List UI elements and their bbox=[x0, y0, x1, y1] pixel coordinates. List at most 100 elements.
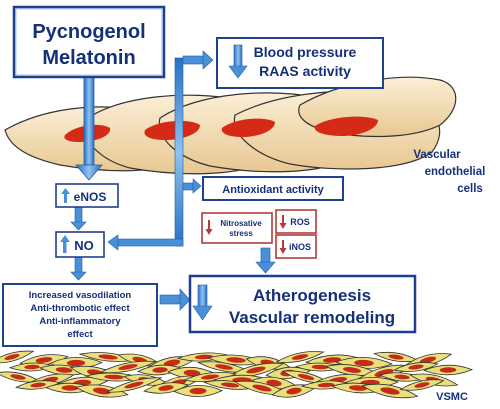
nitrosative-line1: Nitrosative bbox=[220, 219, 262, 228]
vsmc-nucleus bbox=[252, 384, 272, 392]
blood-pressure-box: Blood pressure RAAS activity bbox=[216, 37, 384, 89]
down-arrow-icon bbox=[208, 220, 210, 230]
vsmc-nucleus bbox=[163, 359, 181, 367]
title-box: Pycnogenol Melatonin bbox=[12, 5, 166, 79]
effects-box: Increased vasodilation Anti-thrombotic e… bbox=[2, 283, 158, 347]
arrow-shaft bbox=[260, 247, 271, 263]
arrow-head bbox=[75, 164, 103, 181]
arrow-shaft bbox=[74, 256, 83, 274]
vsmc-nucleus bbox=[388, 354, 404, 360]
vascular-remodeling-label: Vascular remodeling bbox=[229, 308, 395, 327]
down-arrow-icon bbox=[205, 229, 213, 235]
vsmc-nucleus bbox=[394, 374, 410, 380]
vsmc-nucleus bbox=[414, 382, 430, 388]
vsmc-nucleus bbox=[419, 356, 437, 364]
arrow-shaft bbox=[182, 182, 194, 191]
cell-nucleus bbox=[221, 118, 275, 137]
title-line1: Pycnogenol bbox=[32, 21, 145, 43]
cell-nucleus bbox=[314, 116, 378, 136]
enos-label: eNOS bbox=[74, 190, 107, 204]
vsmc-nucleus bbox=[61, 385, 79, 391]
arrow-head bbox=[255, 261, 276, 274]
inos-box: iNOS bbox=[275, 234, 317, 259]
down-arrow-icon bbox=[282, 215, 284, 224]
vsmc-nucleus bbox=[322, 357, 342, 363]
vsmc-nucleus bbox=[348, 385, 368, 391]
endothelial-label: Vascular endothelial cells bbox=[413, 149, 485, 195]
up-arrow-icon bbox=[64, 193, 67, 203]
arrow-shaft bbox=[182, 55, 204, 65]
vsmc-nucleus bbox=[152, 367, 168, 373]
arrow-head bbox=[70, 271, 87, 281]
vsmc-nucleus bbox=[354, 359, 374, 367]
vsmc-nucleus bbox=[215, 364, 233, 370]
vsmc-nucleus bbox=[183, 369, 201, 377]
vsmc-nucleus bbox=[189, 387, 207, 395]
arrow-shaft bbox=[74, 206, 83, 224]
arrow-head bbox=[70, 221, 87, 231]
vsmc-nucleus bbox=[92, 387, 112, 395]
nitrosative-box: Nitrosative stress bbox=[201, 212, 273, 244]
vsmc-nucleus bbox=[158, 385, 174, 391]
ros-label: ROS bbox=[290, 217, 310, 227]
arrow-shaft bbox=[117, 238, 184, 247]
enos-box: eNOS bbox=[55, 183, 119, 208]
vsmc-nucleus bbox=[4, 354, 20, 360]
vsmc-nucleus bbox=[317, 382, 335, 388]
arrow-shaft bbox=[174, 57, 184, 247]
blood-pressure-label: Blood pressure bbox=[254, 44, 357, 60]
vsmc-nucleus bbox=[311, 364, 329, 370]
down-arrow-icon bbox=[282, 240, 284, 249]
vsmc-nucleus bbox=[24, 364, 40, 370]
vsmc-nucleus bbox=[291, 354, 309, 360]
arrows bbox=[70, 50, 276, 311]
inos-label: iNOS bbox=[289, 242, 311, 252]
vsmc-nucleus bbox=[10, 374, 26, 380]
arrow-head bbox=[192, 178, 202, 194]
down-arrow-icon bbox=[279, 248, 287, 254]
up-arrow-icon bbox=[61, 188, 70, 194]
arrow-shaft bbox=[83, 74, 95, 166]
antioxidant-label: Antioxidant activity bbox=[222, 184, 324, 196]
nitrosative-line2: stress bbox=[229, 229, 253, 238]
vsmc-nucleus bbox=[380, 387, 400, 395]
outcome-box: Atherogenesis Vascular remodeling bbox=[188, 274, 417, 334]
down-arrow-icon bbox=[233, 44, 243, 68]
vsmc-nucleus bbox=[124, 381, 144, 389]
vsmc-nucleus bbox=[297, 374, 315, 380]
endothelial-cell-layer bbox=[4, 76, 457, 175]
vsmc-nucleus bbox=[226, 357, 246, 363]
cell-nucleus bbox=[144, 120, 200, 140]
arrow-head bbox=[179, 288, 191, 311]
endothelial-label-line2: endothelial bbox=[425, 166, 486, 178]
antioxidant-box: Antioxidant activity bbox=[202, 176, 344, 201]
no-box: NO bbox=[55, 231, 105, 258]
down-arrow-icon bbox=[197, 284, 208, 308]
effect-line4: effect bbox=[67, 329, 93, 340]
endothelial-label-line1: Vascular bbox=[413, 149, 461, 161]
vsmc-label: VSMC bbox=[436, 391, 468, 403]
vsmc-nucleus bbox=[104, 374, 124, 380]
vsmc-nucleus bbox=[286, 387, 302, 395]
vsmc-nucleus bbox=[200, 374, 220, 380]
vsmc-nucleus bbox=[342, 367, 362, 373]
vsmc-nucleus bbox=[439, 367, 457, 373]
vsmc-layer bbox=[0, 350, 474, 399]
vsmc-nucleus bbox=[246, 366, 266, 374]
down-arrow-icon bbox=[279, 223, 287, 229]
vsmc-nucleus bbox=[30, 382, 46, 388]
down-arrow-icon bbox=[192, 305, 213, 321]
vsmc-nucleus bbox=[98, 354, 118, 360]
ros-box: ROS bbox=[275, 209, 317, 234]
up-arrow-icon bbox=[63, 241, 67, 253]
arrow-head bbox=[107, 234, 119, 251]
vsmc-nucleus bbox=[220, 382, 240, 388]
title-line2: Melatonin bbox=[42, 47, 135, 69]
effect-line3: Anti-inflammatory bbox=[39, 316, 121, 327]
vsmc-nucleus bbox=[266, 379, 282, 387]
effect-line2: Anti-thrombotic effect bbox=[30, 303, 130, 314]
effect-line1: Increased vasodilation bbox=[29, 290, 132, 301]
arrow-head bbox=[202, 50, 214, 70]
endothelial-label-line3: cells bbox=[457, 183, 483, 195]
